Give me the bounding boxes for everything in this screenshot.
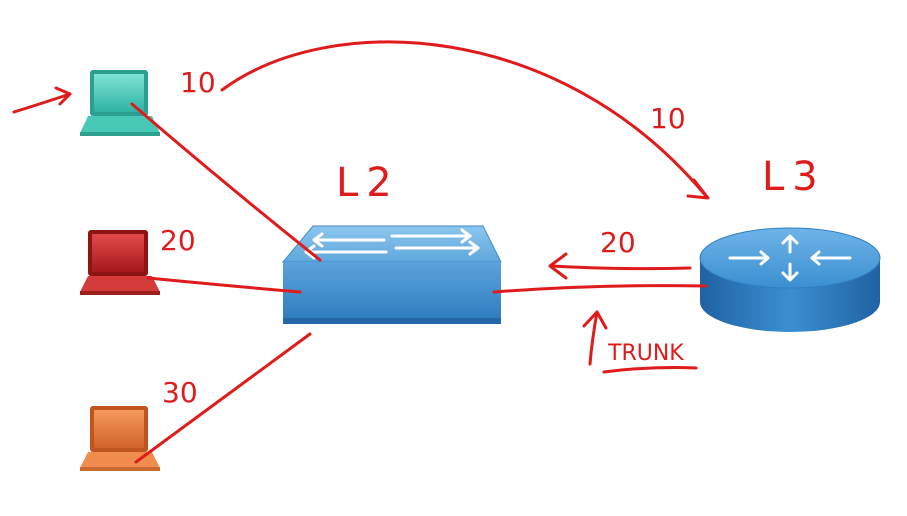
link-teal-to-switch (130, 102, 322, 262)
arc-label: 10 (650, 102, 686, 135)
router (699, 227, 881, 332)
laptop-icon (80, 70, 160, 136)
router-label: L3 (762, 154, 826, 200)
trunk-pointer-icon (582, 310, 608, 366)
laptop-red (80, 230, 160, 295)
laptop-orange (80, 406, 160, 471)
return-arrow-icon (548, 252, 692, 280)
link-red-to-switch (146, 276, 302, 294)
vlan-arc (220, 40, 710, 200)
annotations (12, 40, 710, 464)
router-icon (699, 227, 881, 332)
pointer-arrow-icon (12, 86, 72, 114)
vlan-label-orange: 30 (162, 376, 198, 409)
link-trunk (492, 284, 708, 294)
laptop-icon (80, 230, 160, 295)
switch-label: L2 (336, 160, 400, 206)
link-orange-to-switch (134, 332, 312, 464)
switch-icon (281, 225, 502, 324)
laptop-teal (80, 70, 160, 136)
vlan-label-red: 20 (160, 224, 196, 257)
trunk-underline (602, 366, 698, 374)
trunk-vlan-label: 20 (600, 226, 636, 259)
vlan-label-teal: 10 (180, 66, 216, 99)
switch (281, 225, 502, 324)
trunk-label: TRUNK (607, 341, 684, 366)
laptop-icon (80, 406, 160, 471)
